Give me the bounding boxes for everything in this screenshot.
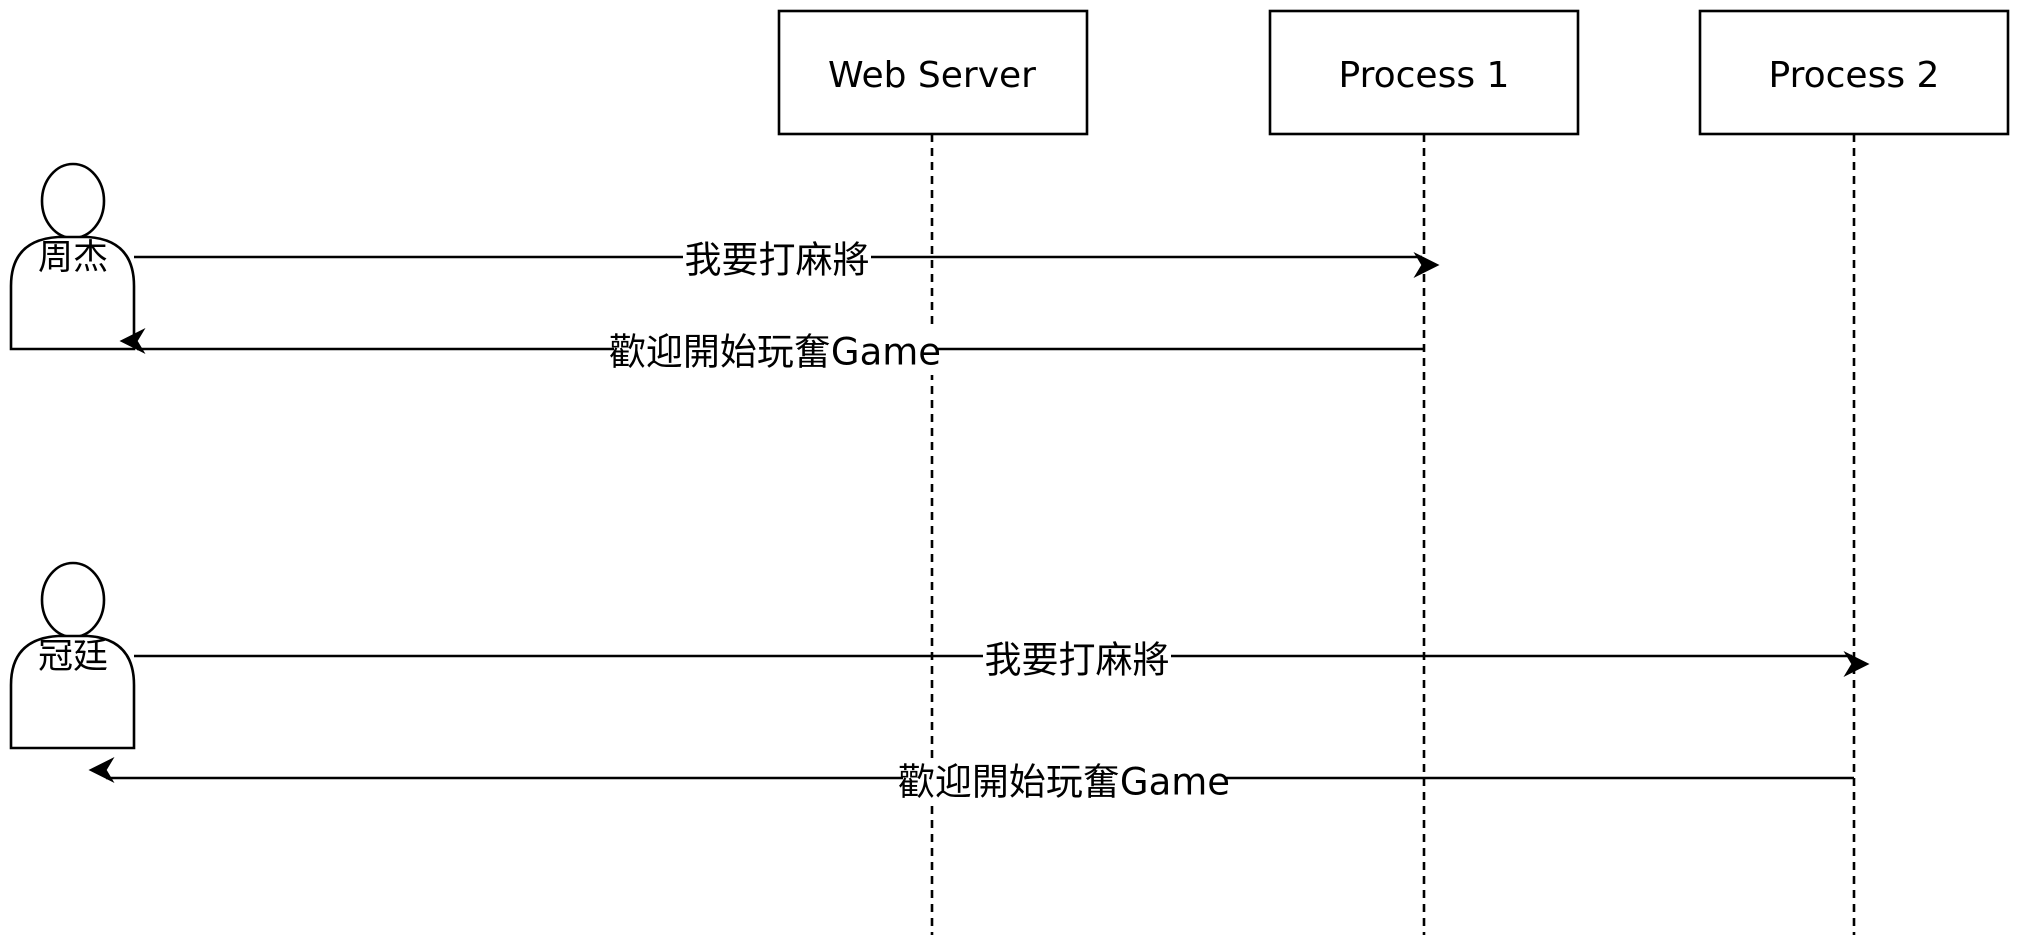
lifeline-process-2-label: Process 2 bbox=[1769, 55, 1940, 96]
actor-1-person-icon bbox=[9, 162, 136, 351]
message-3-label: 我要打麻將 bbox=[985, 639, 1170, 682]
message-1[interactable]: 我要打麻將 bbox=[134, 238, 1440, 284]
lifeline-process-2-box[interactable] bbox=[1698, 9, 2010, 136]
lifeline-web-server-label: Web Server bbox=[828, 55, 1036, 96]
actor-2-person-icon bbox=[9, 561, 136, 750]
actor-1[interactable]: 周杰 bbox=[9, 162, 136, 351]
message-2-label: 歡迎開始玩奮Game bbox=[609, 331, 941, 374]
actor-2[interactable]: 冠廷 bbox=[9, 561, 136, 750]
message-3[interactable]: 我要打麻將 bbox=[134, 639, 1870, 686]
lifeline-process-1-label: Process 1 bbox=[1339, 55, 1510, 96]
actor-2-label: 冠廷 bbox=[38, 637, 108, 677]
lifeline-process-2[interactable]: Process 2 bbox=[1698, 9, 2010, 935]
actor-1-label: 周杰 bbox=[38, 238, 108, 278]
lifeline-web-server-box[interactable] bbox=[777, 9, 1089, 136]
lifeline-process-1[interactable]: Process 1 bbox=[1268, 9, 1580, 935]
message-4-label: 歡迎開始玩奮Game bbox=[898, 761, 1230, 804]
message-2[interactable]: 歡迎開始玩奮Game bbox=[119, 328, 1424, 375]
message-4[interactable]: 歡迎開始玩奮Game bbox=[88, 757, 1854, 804]
lifeline-web-server[interactable]: Web Server bbox=[777, 9, 1089, 935]
lifeline-process-1-box[interactable] bbox=[1268, 9, 1580, 136]
message-1-label: 我要打麻將 bbox=[685, 239, 870, 282]
